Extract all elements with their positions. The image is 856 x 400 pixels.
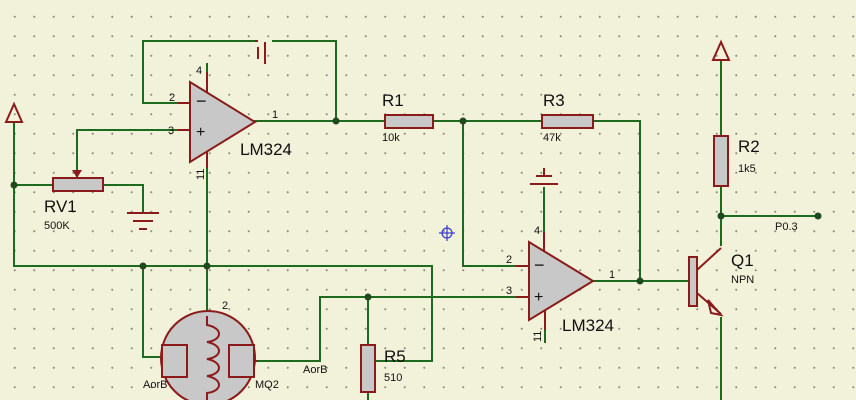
junction [364,293,372,301]
minus-sign: − [196,91,207,111]
wire-rv1-right [102,184,144,213]
resistor-r1-value: 10k [382,132,400,144]
power-terminal-icon [4,101,24,123]
potentiometer-rv1-value: 500K [44,220,70,232]
wire-bus [13,265,433,362]
probe-crosshair-icon [439,225,455,241]
junction [10,181,18,189]
resistor-r2[interactable]: R2 1k5 [713,135,760,187]
junction [717,212,725,220]
opamp-u2[interactable]: − + 2 3 1 4 11 LM324 [506,225,615,342]
resistor-r3[interactable]: R3 47k [541,91,594,144]
resistor-r1[interactable]: R1 10k [382,91,434,144]
battery-icon [255,40,266,64]
gas-sensor-mq2[interactable]: 2 AorB MQ2 AorB [143,300,327,400]
resistor-r5-body [360,344,376,393]
wire-u2-neg [462,120,530,267]
junction [139,262,147,270]
wires [13,40,819,400]
emitter-arrow-icon [707,299,724,317]
plus-sign: + [196,124,205,141]
net-label-p03: P0.3 [775,221,798,233]
pin-label: 11 [532,331,544,342]
junction [203,262,211,270]
resistor-r1-body [384,114,434,129]
plus-sign: + [534,289,543,306]
potentiometer-rv1[interactable]: RV1 500K [44,170,104,232]
ground-icon [127,212,159,230]
pin-label: 3 [168,125,174,137]
heater-coil-icon [206,316,220,400]
pin-label: 4 [534,225,540,237]
sensor-electrode-left [161,344,188,378]
wiper-arrow-icon [72,170,82,178]
resistor-r2-value: 1k5 [738,163,756,175]
sensor-ref: MQ2 [255,379,279,391]
wire-rv1-wiper [76,129,191,178]
wire-u1-feedback [142,40,256,104]
resistor-r2-ref: R2 [738,137,760,156]
pin-label: 1 [272,109,278,121]
sensor-pin-a: AorB [143,379,167,391]
junctions [10,117,822,320]
sensor-pin-b: AorB [303,364,327,376]
resistor-r5-ref: R5 [384,347,406,366]
potentiometer-rv1-ref: RV1 [44,197,77,216]
minus-sign: − [534,255,545,275]
power-terminal-icon [711,39,731,61]
transistor-q1-type: NPN [731,274,754,286]
junction [332,117,340,125]
resistor-r5-value: 510 [384,372,402,384]
wire-sensor-left [142,265,163,358]
wire-u2-pos [255,296,530,362]
pin-label: 2 [169,92,175,104]
junction [459,117,467,125]
pin-label: 1 [609,269,615,281]
resistor-r3-value: 47k [543,132,561,144]
resistor-r3-ref: R3 [543,91,565,110]
pin-label: 11 [195,169,207,180]
pin-label: 2 [222,300,228,312]
junction [636,277,644,285]
junction [814,212,822,220]
potentiometer-rv1-body [52,177,104,192]
sensor-electrode-right [228,344,255,378]
resistor-r5[interactable]: R5 510 [360,344,406,393]
opamp-u1[interactable]: − + 2 3 1 4 11 LM324 [168,65,292,180]
resistor-r2-body [713,135,729,187]
pin-label: 2 [506,254,512,266]
transistor-q1-ref: Q1 [731,251,754,270]
opamp-u1-body [189,80,257,164]
transistor-q1-base [688,256,698,307]
transistor-q1[interactable]: Q1 NPN [688,247,754,317]
ground-icon [530,168,558,185]
opamp-u2-body [528,240,595,322]
wire-u1-feedback-right [272,40,337,122]
pin-label: 3 [506,285,512,297]
opamp-u1-part: LM324 [240,140,292,159]
wire-r3-out [592,120,641,282]
resistor-r3-body [541,114,594,129]
opamp-u2-part: LM324 [562,316,614,335]
pin-label: 4 [196,65,202,77]
resistor-r1-ref: R1 [382,91,404,110]
